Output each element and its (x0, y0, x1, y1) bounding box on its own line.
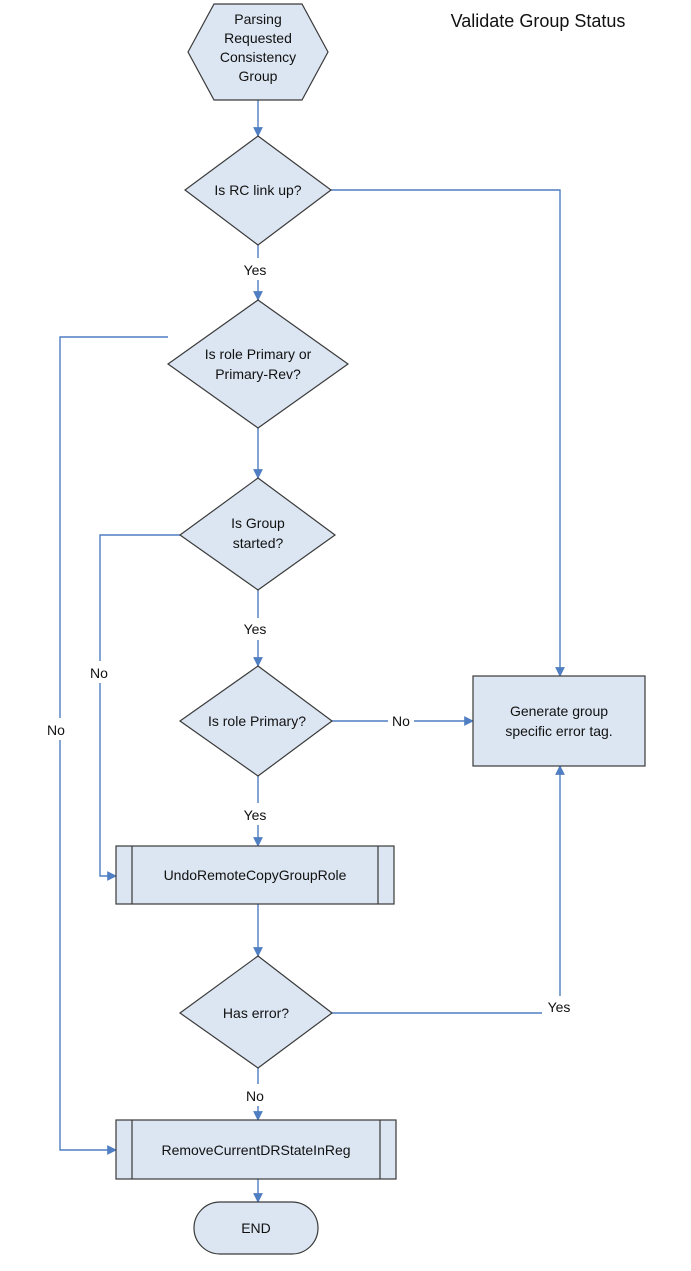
process-generate-error-label: Generate group (510, 703, 608, 719)
edge-rc-link-no-to-error (331, 189, 565, 677)
decision-group-started-label: Is Group (231, 515, 285, 531)
decision-role-primary-or-rev: Is role Primary or Primary-Rev? (166, 299, 350, 429)
decision-has-error-label: Has error? (223, 1005, 289, 1021)
decision-group-started: Is Group started? (178, 477, 337, 591)
subprocess-remove-state: RemoveCurrentDRStateInReg (115, 1119, 397, 1180)
decision-role-primary-label: Is role Primary? (208, 713, 306, 729)
decision-role-primary-or-rev-label: Is role Primary or (205, 346, 312, 362)
edge-label-has-error-yes: Yes (548, 999, 571, 1015)
decision-role-primary: Is role Primary? (178, 665, 334, 777)
edge-label-rc-link-yes: Yes (244, 262, 267, 278)
diagram-title: Validate Group Status (451, 11, 626, 31)
edge-label-role-primary-no: No (392, 713, 410, 729)
edge-role-primary-or-rev-no (59, 336, 168, 1155)
start-node-line: Requested (224, 30, 292, 46)
decision-rc-link: Is RC link up? (183, 135, 333, 246)
connectors (59, 100, 565, 1203)
decision-rc-link-label: Is RC link up? (214, 182, 301, 198)
start-node-line: Consistency (220, 49, 296, 65)
subprocess-undo-role-label: UndoRemoteCopyGroupRole (164, 867, 347, 883)
edge-label-has-error-no: No (246, 1088, 264, 1104)
subprocess-undo-role: UndoRemoteCopyGroupRole (115, 845, 395, 905)
edge-label-role-primary-yes: Yes (244, 807, 267, 823)
edge-label-group-started-no: No (90, 665, 108, 681)
decision-has-error: Has error? (178, 955, 333, 1069)
edge-label-role-primary-or-rev-no: No (47, 722, 65, 738)
edge-label-group-started-yes: Yes (244, 621, 267, 637)
start-node-line: Parsing (234, 11, 281, 27)
start-node: Parsing Requested Consistency Group (187, 3, 329, 101)
decision-role-primary-or-rev-label: Primary-Rev? (215, 366, 301, 382)
decision-group-started-label: started? (233, 535, 284, 551)
edge-labels: Yes No No Yes No Yes Yes No (44, 258, 578, 1106)
process-generate-error-label: specific error tag. (505, 723, 612, 739)
edge-group-started-no (99, 534, 180, 881)
start-node-line: Group (239, 68, 278, 84)
subprocess-remove-state-label: RemoveCurrentDRStateInReg (161, 1142, 350, 1158)
process-generate-error: Generate group specific error tag. (472, 675, 646, 767)
end-node-label: END (241, 1220, 271, 1236)
end-node: END (193, 1201, 319, 1255)
